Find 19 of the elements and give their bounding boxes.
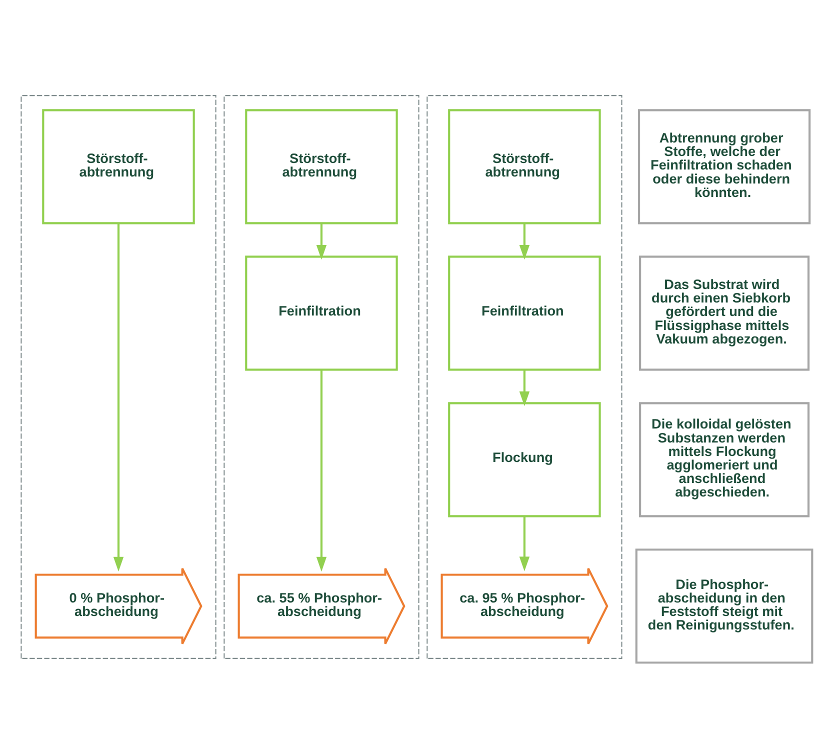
node-box: Das Substrat wird durch einen Siebkorb gefördert und die Flüssigphase mittels Vakuum abgezogen. (639, 255, 810, 370)
node-box: Störstoff- abtrennung (42, 108, 195, 224)
arrow (519, 223, 530, 260)
arrow (316, 369, 327, 572)
node-box: Abtrennung grober Stoffe, welche der Feinfiltration schaden oder diese behindern könnten. (638, 108, 811, 224)
node-box: Störstoff- abtrennung (245, 108, 398, 224)
arrow (519, 516, 530, 571)
arrow (519, 370, 530, 406)
arrow (113, 223, 124, 572)
node-box: Feinfiltration (448, 255, 601, 370)
node-box: Die Phosphor- abscheidung in den Feststoff steigt mit den Reinigungsstufen. (635, 548, 814, 664)
node-box: Die kolloidal gelösten Substanzen werden mittels Flockung agglomeriert und anschließend abgeschieden. (639, 402, 810, 517)
cluster (20, 94, 216, 658)
node-box: Störstoff- abtrennung (448, 108, 601, 224)
cluster (426, 94, 622, 658)
node-box: Feinfiltration (245, 255, 398, 370)
cluster (224, 94, 420, 658)
arrow (316, 223, 327, 260)
node-box: Flockung (448, 402, 601, 517)
